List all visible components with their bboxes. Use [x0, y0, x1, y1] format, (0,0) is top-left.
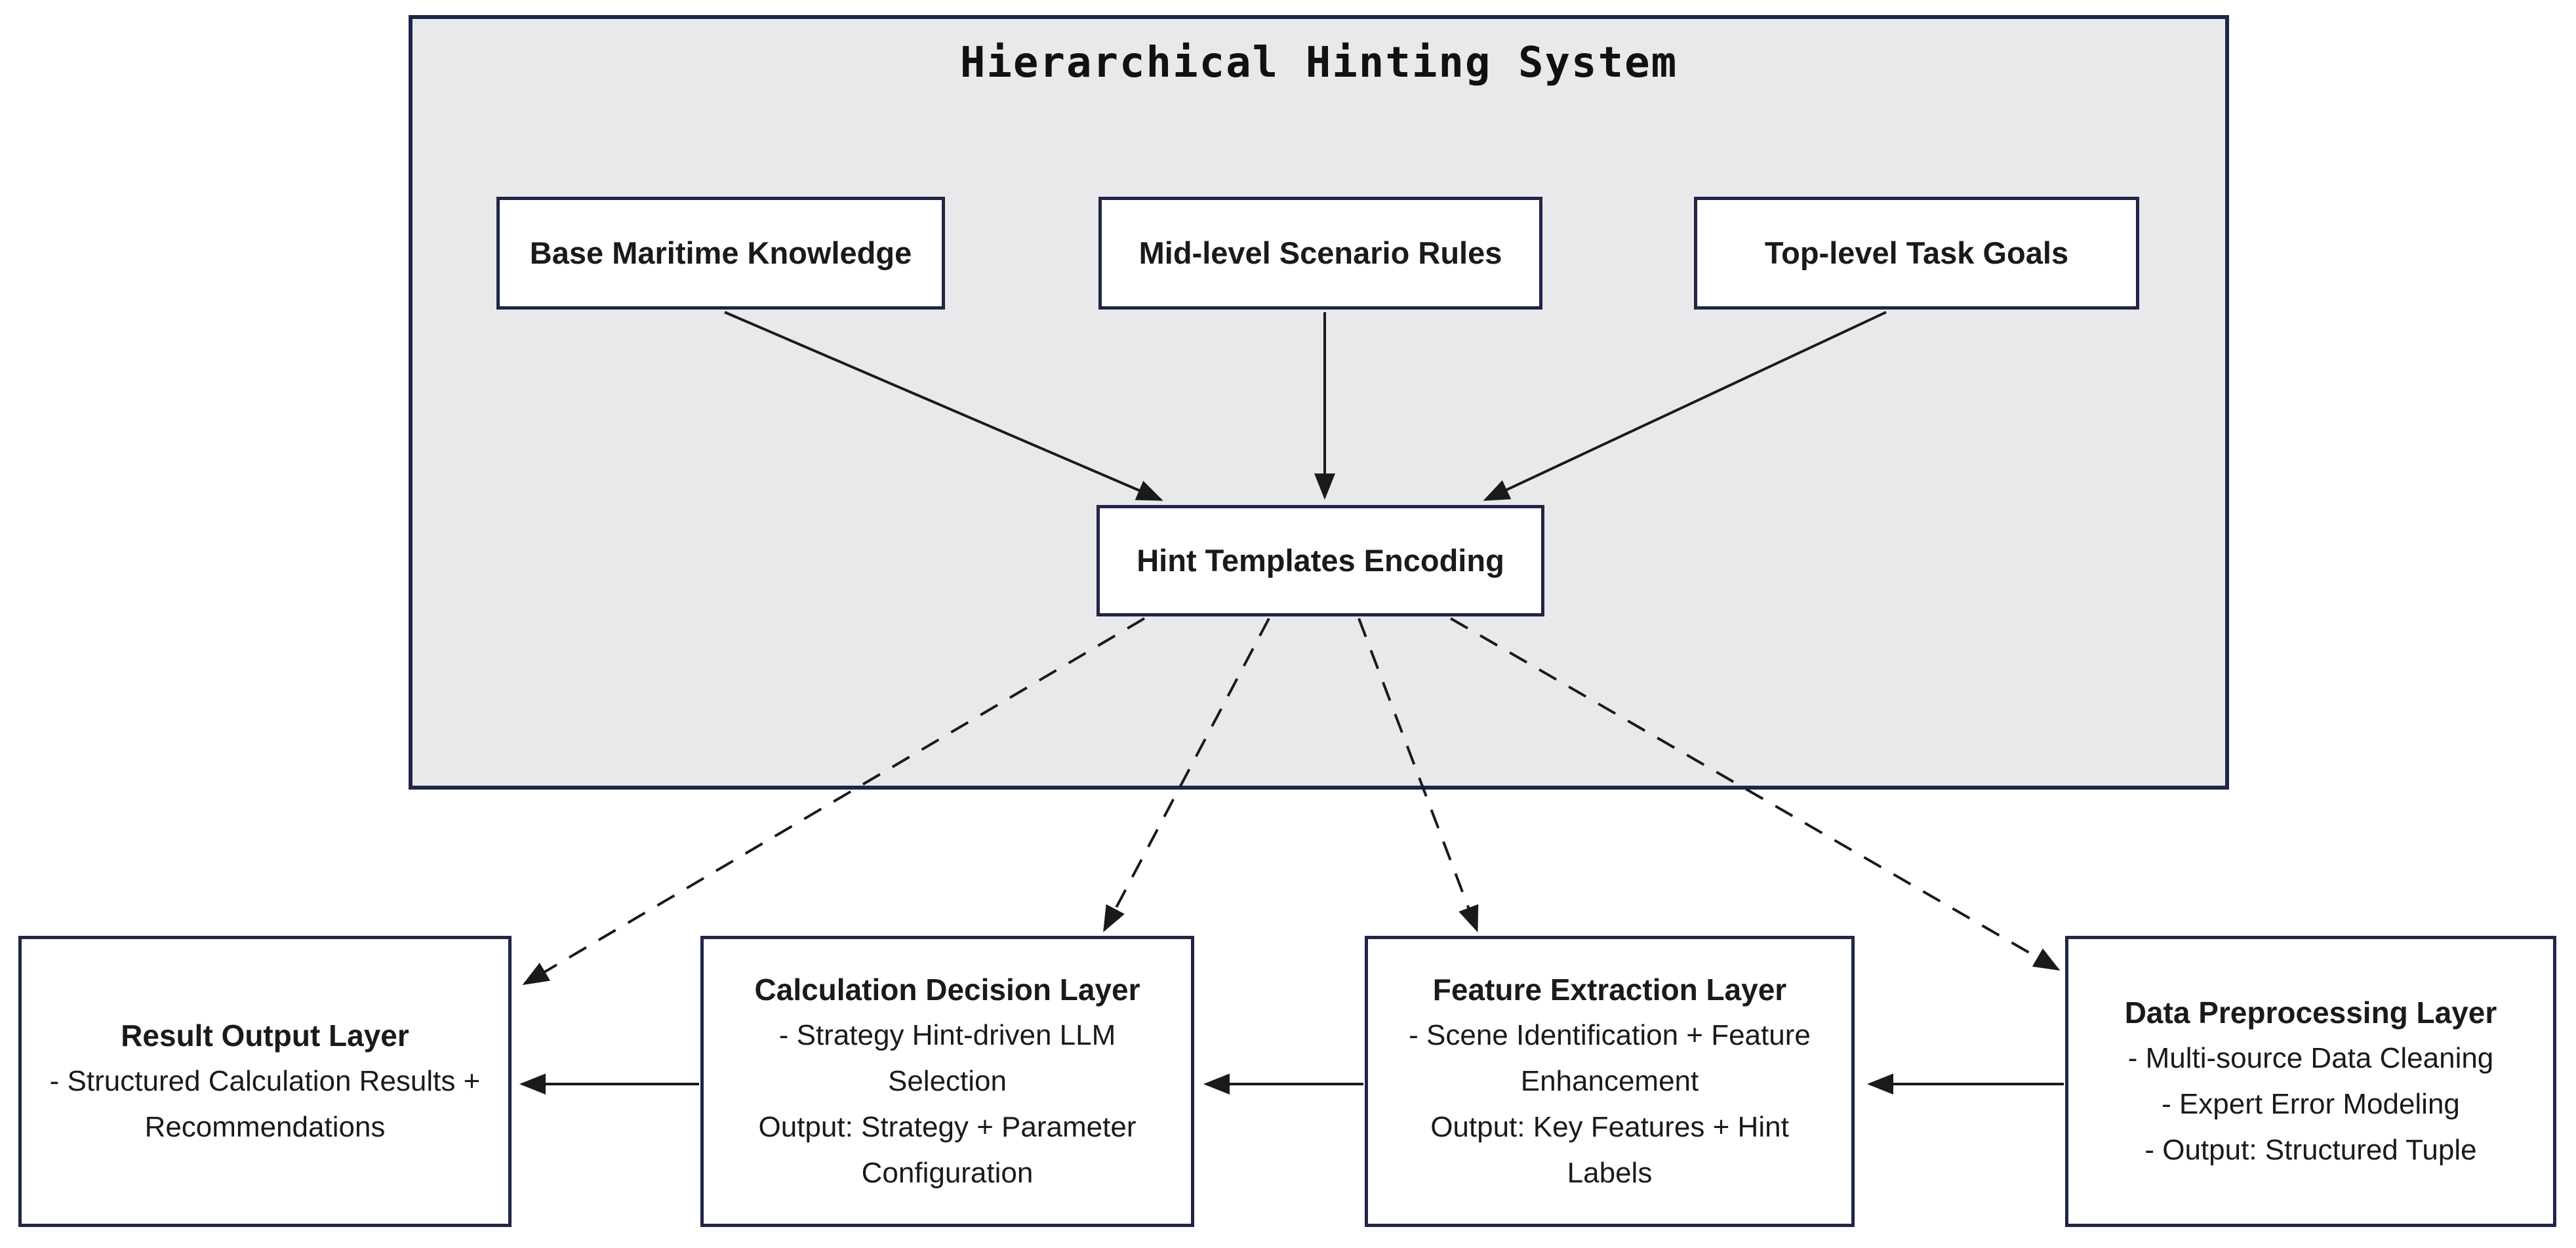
node-label: Hint Templates Encoding [1137, 542, 1504, 578]
layer-detail: - Multi-source Data Cleaning [2127, 1042, 2494, 1074]
node-hint-templates-encoding: Hint Templates Encoding [1097, 505, 1544, 616]
node-base-maritime-knowledge: Base Maritime Knowledge [496, 197, 945, 310]
layer-title: Feature Extraction Layer [1432, 973, 1787, 1007]
node-label: Mid-level Scenario Rules [1138, 235, 1502, 270]
node-label: Base Maritime Knowledge [529, 235, 912, 270]
node-top-level-task-goals: Top-level Task Goals [1694, 197, 2139, 310]
layer-title: Calculation Decision Layer [754, 973, 1140, 1007]
node-calculation-decision-layer: Calculation Decision Layer - Strategy Hi… [700, 936, 1194, 1227]
layer-detail: - Scene Identification + Feature Enhance… [1409, 1019, 1811, 1097]
layer-title: Result Output Layer [121, 1018, 409, 1053]
node-result-output-layer: Result Output Layer - Structured Calcula… [18, 936, 512, 1227]
hinting-system-panel: Hierarchical Hinting System [409, 15, 2229, 790]
node-label: Top-level Task Goals [1764, 235, 2069, 270]
layer-detail: Output: Strategy + Parameter Configurati… [758, 1111, 1137, 1189]
node-data-preprocessing-layer: Data Preprocessing Layer - Multi-source … [2065, 936, 2556, 1227]
node-mid-level-scenario-rules: Mid-level Scenario Rules [1098, 197, 1542, 310]
layer-title: Data Preprocessing Layer [2124, 996, 2497, 1030]
layer-detail: - Output: Structured Tuple [2144, 1134, 2477, 1166]
node-feature-extraction-layer: Feature Extraction Layer - Scene Identif… [1365, 936, 1855, 1227]
layer-detail: - Structured Calculation Results + Recom… [49, 1065, 481, 1143]
layer-detail: - Strategy Hint-driven LLM Selection [778, 1019, 1116, 1097]
layer-detail: - Expert Error Modeling [2162, 1088, 2460, 1120]
layer-detail: Output: Key Features + Hint Labels [1430, 1111, 1789, 1189]
panel-title: Hierarchical Hinting System [959, 39, 1678, 87]
